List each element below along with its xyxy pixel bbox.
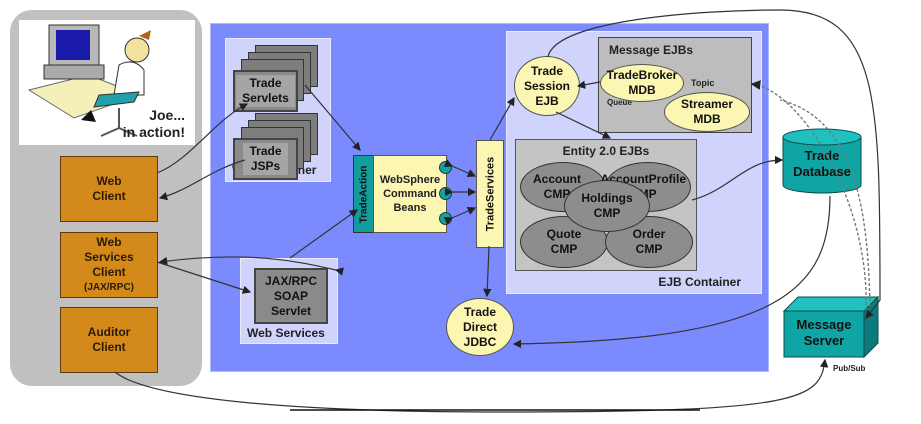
connector bbox=[158, 159, 246, 201]
connector bbox=[691, 155, 784, 201]
pubsub-label: Pub/Sub bbox=[833, 364, 866, 373]
connector bbox=[779, 99, 871, 307]
database-icon bbox=[782, 128, 862, 194]
connector bbox=[555, 111, 612, 139]
web-services-label: Web Services bbox=[247, 326, 325, 340]
connector bbox=[483, 245, 492, 298]
message-ejbs-label: Message EJBs bbox=[609, 43, 694, 57]
connector bbox=[156, 261, 252, 294]
connector bbox=[547, 9, 881, 319]
joe-caption: Joe... in action! bbox=[122, 107, 185, 140]
connector bbox=[489, 96, 515, 141]
joe-illustration: Joe... in action! bbox=[19, 20, 195, 145]
connector bbox=[158, 256, 344, 276]
connector bbox=[443, 159, 477, 177]
topic-label: Topic bbox=[691, 78, 715, 88]
user-at-computer-icon bbox=[27, 24, 151, 137]
connector bbox=[289, 209, 358, 259]
ejb-container-label: EJB Container bbox=[658, 275, 741, 289]
connector bbox=[576, 80, 601, 89]
connector bbox=[512, 195, 831, 349]
entity-ejbs-label: Entity 2.0 EJBs bbox=[562, 144, 650, 158]
queue-label: Queue bbox=[607, 98, 632, 107]
connector bbox=[304, 84, 361, 151]
connector bbox=[114, 358, 829, 413]
connector bbox=[156, 103, 249, 174]
connector bbox=[750, 80, 867, 311]
trade-services[interactable]: TradeServices bbox=[476, 140, 504, 248]
connector bbox=[443, 207, 477, 225]
